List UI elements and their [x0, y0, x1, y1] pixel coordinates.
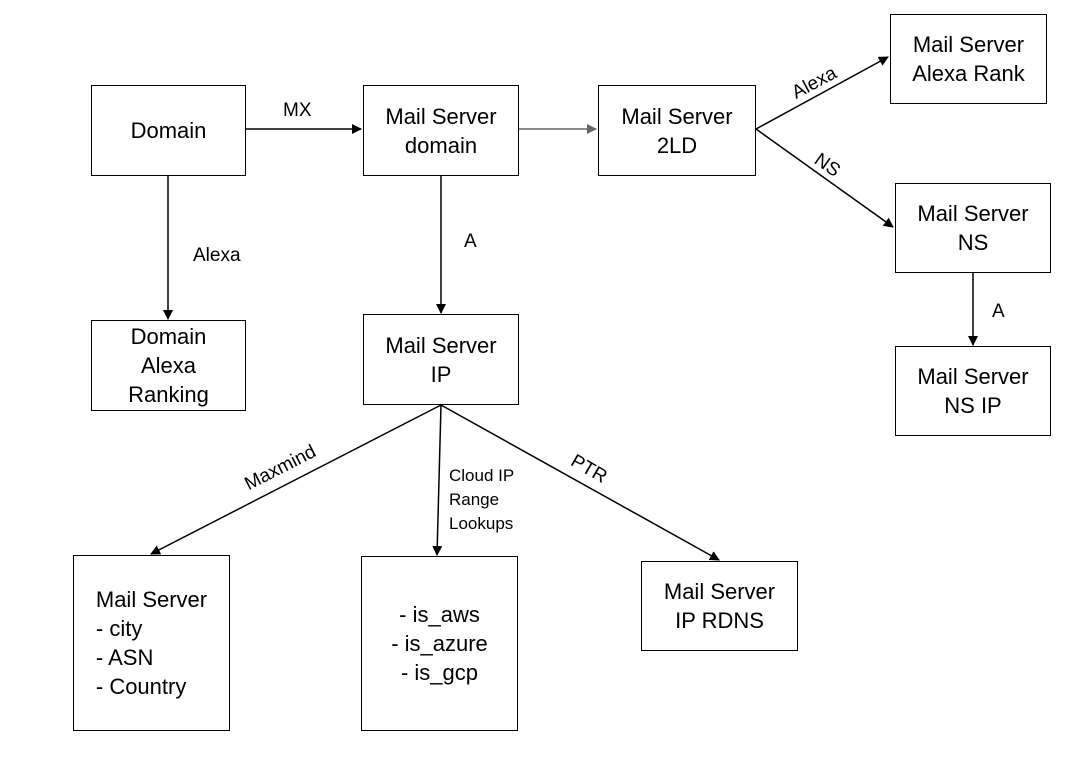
label-alexa-domain: Alexa — [193, 245, 241, 266]
node-domain-alexa-ranking: Domain Alexa Ranking — [91, 320, 246, 411]
node-cloud-flags: - is_aws - is_azure - is_gcp — [361, 556, 518, 731]
arrow-ptr — [440, 404, 720, 561]
label-cloud-line3: Lookups — [449, 514, 513, 533]
node-mail-server-2ld: Mail Server 2LD — [598, 85, 756, 176]
label-ns: NS — [810, 149, 844, 181]
label-mx: MX — [283, 100, 312, 121]
node-mail-server-alexa-rank: Mail Server Alexa Rank — [890, 14, 1047, 104]
node-mail-server-ip-label: Mail Server IP — [385, 332, 497, 387]
node-domain-label: Domain — [130, 118, 207, 143]
node-mail-server-domain: Mail Server domain — [363, 85, 519, 176]
node-mail-server-ns-ip: Mail Server NS IP — [895, 346, 1051, 436]
node-mail-server-ip: Mail Server IP — [363, 314, 519, 405]
node-mail-server-geo: Mail Server - city - ASN - Country — [73, 555, 230, 731]
node-mail-server-ip-rdns: Mail Server IP RDNS — [641, 561, 798, 651]
label-a-ip: A — [464, 231, 477, 252]
node-mail-server-alexa-rank-label: Mail Server Alexa Rank — [912, 32, 1025, 86]
node-mail-server-ns: Mail Server NS — [895, 183, 1051, 273]
node-mail-server-2ld-label: Mail Server 2LD — [621, 103, 733, 158]
node-mail-server-domain-label: Mail Server domain — [385, 103, 497, 158]
arrow-maxmind — [150, 404, 442, 555]
arrow-cloud — [432, 404, 443, 556]
label-ptr: PTR — [567, 451, 610, 488]
node-mail-server-ns-ip-label: Mail Server NS IP — [917, 364, 1029, 418]
label-cloud-line1: Cloud IP — [449, 466, 514, 485]
label-a-ns-ip: A — [992, 301, 1005, 322]
node-cloud-flags-label: - is_aws - is_azure - is_gcp — [391, 602, 488, 685]
label-cloud-line2: Range — [449, 490, 499, 509]
node-mail-server-geo-label: Mail Server - city - ASN - Country — [95, 587, 208, 699]
node-domain: Domain — [91, 85, 246, 176]
node-mail-server-ns-label: Mail Server NS — [917, 201, 1029, 255]
arrow-ns — [755, 128, 894, 228]
node-domain-alexa-ranking-label: Domain Alexa Ranking — [128, 324, 209, 407]
node-mail-server-ip-rdns-label: Mail Server IP RDNS — [663, 579, 776, 633]
arrow-alexa-rank — [755, 56, 889, 130]
